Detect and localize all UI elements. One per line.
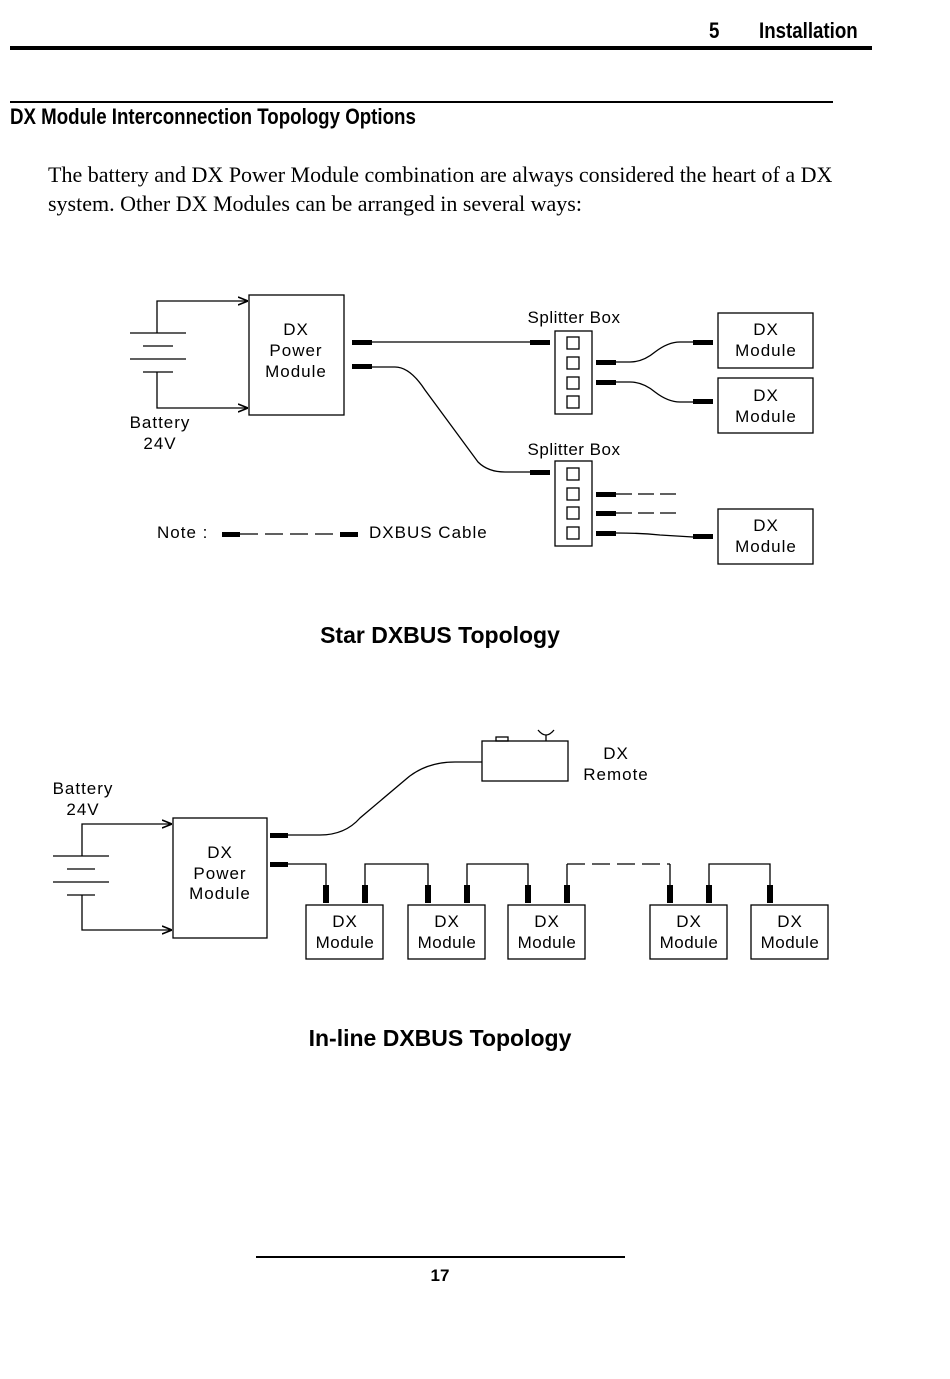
cable-legend-label: DXBUS Cable: [369, 523, 488, 542]
battery-label-inline-2: 24V: [66, 800, 99, 819]
star-caption: Star DXBUS Topology: [320, 622, 560, 648]
cable-power-splitter2: [372, 366, 530, 473]
power-module-inline: [172, 817, 268, 939]
inline-caption: In-line DXBUS Topology: [309, 1025, 572, 1051]
chapter-number: 5: [709, 18, 720, 43]
module-label-star-2a: DX: [753, 386, 779, 405]
power-module-label-inline-3: Module: [189, 884, 251, 903]
module-label-inline-2a: DX: [434, 912, 460, 931]
section-title: DX Module Interconnection Topology Optio…: [10, 104, 416, 129]
section-rule: [10, 101, 833, 103]
dx-module-star-3: [717, 508, 814, 565]
module-label-star-1b: Module: [735, 341, 797, 360]
module-label-inline-4a: DX: [676, 912, 702, 931]
dx-module-inline-4: [649, 904, 728, 960]
battery-symbol-inline: [53, 824, 172, 930]
battery-label-star-1: Battery: [130, 413, 191, 432]
module-label-inline-3b: Module: [518, 933, 577, 952]
dx-remote: [481, 729, 569, 782]
module-label-inline-5b: Module: [761, 933, 820, 952]
module-label-inline-2b: Module: [418, 933, 477, 952]
battery-label-star-2: 24V: [143, 434, 176, 453]
power-module-label-inline-2: Power: [193, 864, 246, 883]
cable-splitter2-module3: [615, 532, 694, 538]
dx-module-inline-2: [407, 904, 486, 960]
cable-splitter1-module2: [616, 381, 693, 403]
module-label-star-3b: Module: [735, 537, 797, 556]
splitter-label-2: Splitter Box: [528, 440, 621, 459]
power-module-label-inline-1: DX: [207, 843, 233, 862]
battery-symbol-star: [130, 301, 248, 408]
cable-power-remote: [288, 761, 482, 836]
remote-label-2: Remote: [583, 765, 649, 784]
dx-module-star-2: [717, 377, 814, 434]
module-label-inline-3a: DX: [534, 912, 560, 931]
module-label-inline-1b: Module: [316, 933, 375, 952]
header-rule: [10, 46, 872, 50]
splitter-box-1: [554, 330, 593, 415]
module-label-inline-1a: DX: [332, 912, 358, 931]
power-module-label-star-3: Module: [265, 362, 327, 381]
power-module-label-star-1: DX: [283, 320, 309, 339]
dx-module-inline-5: [750, 904, 829, 960]
module-label-star-3a: DX: [753, 516, 779, 535]
module-label-star-2b: Module: [735, 407, 797, 426]
remote-label-1: DX: [603, 744, 629, 763]
note-label: Note :: [157, 523, 208, 542]
star-diagram: [130, 294, 814, 565]
inline-diagram: [53, 729, 829, 960]
chapter-title: Installation: [759, 18, 858, 43]
intro-paragraph: The battery and DX Power Module combinat…: [48, 162, 833, 216]
page-number: 17: [430, 1266, 450, 1285]
power-module-star: [248, 294, 345, 416]
dx-module-inline-1: [305, 904, 384, 960]
dx-module-inline-3: [507, 904, 586, 960]
footer-rule: [256, 1256, 625, 1258]
module-label-inline-5a: DX: [777, 912, 803, 931]
module-label-inline-4b: Module: [660, 933, 719, 952]
dx-module-star-1: [717, 312, 814, 369]
splitter-box-2: [554, 460, 593, 547]
dxbus-cable-legend: [222, 532, 358, 537]
battery-label-inline-1: Battery: [53, 779, 114, 798]
module-label-star-1a: DX: [753, 320, 779, 339]
splitter-label-1: Splitter Box: [528, 308, 621, 327]
cable-splitter1-module1: [616, 341, 693, 363]
power-module-label-star-2: Power: [269, 341, 322, 360]
